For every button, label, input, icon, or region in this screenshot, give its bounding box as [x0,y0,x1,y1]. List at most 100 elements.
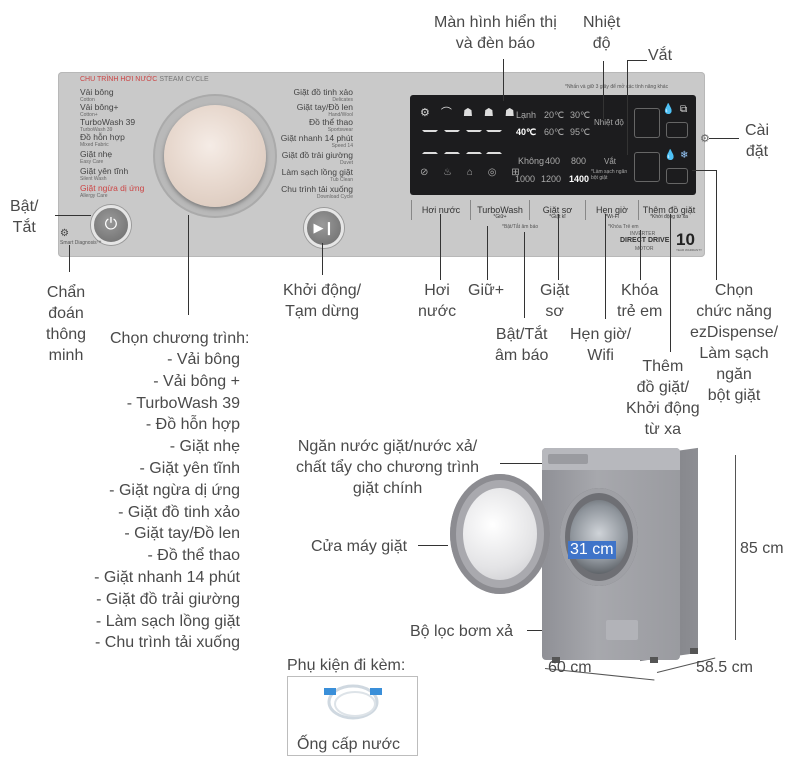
drum-size-label: 31 cm [568,541,616,559]
ezdispense-button-2[interactable] [666,168,688,184]
leader-line [709,138,739,139]
program-list-item: - Vải bông + [153,372,240,390]
machine-door-glass [463,488,537,580]
leader-line [487,226,488,280]
leader-line [627,60,628,155]
callout-spin: Vắt [648,47,673,64]
program-list-item: - Đồ hỗn hợp [145,416,240,434]
digit-segment [444,130,460,154]
temp-option: 30℃ [570,110,591,120]
leader-line [716,170,717,280]
accessory-title: Phụ kiện đi kèm: [287,657,406,674]
program-list-item: - Giặt đồ trải giường [96,590,240,608]
option-status-icons: ⊘ ♨ ⌂ ◎ ⊞ [420,167,526,178]
machine-foot [690,648,698,654]
add-item-button[interactable]: Thêm đồ giặt*Khởi động từ xa [638,200,699,220]
width-label: 60 cm [548,659,592,676]
temp-option-selected: 40℃ [516,127,537,137]
drop-icon: 💧 [664,150,677,161]
digit-segment [466,130,482,154]
program-list: - Vải bông - Vải bông + - TurboWash 39 -… [90,349,240,654]
program-list-item: - Vải bông [167,351,240,368]
program-list-item: - Giặt tay/Đồ len [124,525,240,543]
delay-button[interactable]: Hẹn giờ*Wi-Fi [585,200,638,220]
leader-line [558,214,559,280]
spin-option: 400 [545,156,561,166]
smart-diagnosis-label: Smart Diagnosis™ [60,240,102,246]
spin-option: Không [518,156,545,166]
digit-segment [486,130,502,154]
program-label-left: Vải bông+Cotton+ [80,102,119,119]
height-dimension-line [735,455,736,640]
leader-line [603,61,604,119]
child-lock-note: *Khóa Trẻ em [608,224,639,230]
ezdispense-button[interactable] [666,122,688,138]
leader-line [692,170,716,171]
settings-gear-icon[interactable]: ⚙ [700,133,710,145]
display-note: *Nhấn và giữ 3 giây để mở các tính năng … [565,84,669,90]
program-list-item: - Giặt ngừa dị ứng [109,481,240,499]
clean-dispenser-note: *Làm sạch ngăn bột giặt [591,169,628,181]
program-list-item: - Giặt yên tĩnh [139,459,241,477]
spin-option: 1200 [541,174,562,184]
spin-option: 800 [571,156,587,166]
height-label: 85 cm [740,540,784,557]
spin-updown-buttons[interactable] [634,152,660,182]
pump-filter [606,620,638,640]
prewash-button[interactable]: Giặt sơ*Giặt kĩ [529,200,585,220]
water-hose-icon [324,684,382,720]
program-list-item: - TurboWash 39 [126,394,240,412]
leader-line [440,214,441,280]
leader-line [322,243,323,275]
temp-option: 20℃ [544,110,565,120]
accessory-name: Ống cấp nước [297,736,401,753]
softener-icon: ⧉ [680,104,688,115]
beep-note: *Bật/Tắt âm báo [502,224,539,230]
smart-diagnosis-icon: ⚙ [60,228,69,239]
callout-filter: Bộ lọc bơm xả [410,623,513,640]
steam-button[interactable]: Hơi nước [411,200,470,220]
turbowash-button[interactable]: TurboWash*Giữ+ [470,200,529,220]
leader-line [605,214,606,319]
display-panel [410,95,696,195]
accessory-box [287,676,418,756]
power-button[interactable]: ⏻ [91,205,131,245]
leader-line [670,214,671,352]
warranty-sub: YEAR WARRANTY [676,248,703,252]
program-list-title: Chọn chương trình: [110,330,250,347]
temp-updown-buttons[interactable] [634,108,660,138]
machine-foot [650,657,658,663]
leader-line [627,60,647,61]
program-list-item: - Làm sạch lồng giặt [95,612,240,630]
start-pause-button[interactable]: ▶❙ [304,208,344,248]
direct-drive-label: DIRECT DRIVE [620,237,670,244]
leader-line [188,215,189,315]
spin-label: Vắt [604,157,617,166]
play-pause-icon: ▶❙ [313,220,335,235]
machine-foot [552,657,560,663]
leader-line [640,230,641,280]
steam-cycle-title: CHU TRÌNH HƠI NƯỚC STEAM CYCLE [80,76,209,83]
callout-dispenser: Ngăn nước giặt/nước xả/chất tẩy cho chươ… [296,438,480,497]
program-dial[interactable] [164,105,266,207]
temp-option: Lạnh [516,110,537,120]
machine-drum [570,500,628,574]
depth-label: 58.5 cm [696,659,753,676]
detergent-drawer [548,454,588,464]
callout-start-pause: Khởi động/Tạm dừng [283,282,362,320]
